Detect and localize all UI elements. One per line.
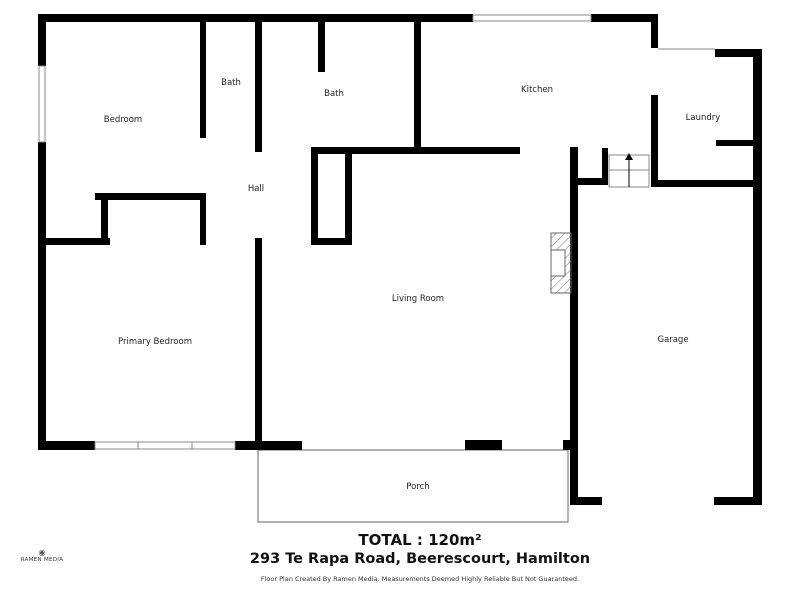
room-label-garage: Garage <box>657 335 688 345</box>
stairs <box>608 153 650 188</box>
windows <box>38 14 715 450</box>
room-label-living-room: Living Room <box>392 294 444 304</box>
room-label-hall: Hall <box>248 184 264 194</box>
room-label-bedroom: Bedroom <box>104 115 142 125</box>
room-label-laundry: Laundry <box>686 113 721 123</box>
room-label-primary-bedroom: Primary Bedroom <box>118 337 192 347</box>
total-area: TOTAL : 120m² <box>358 531 482 549</box>
walls <box>38 14 762 505</box>
room-label-bath-1: Bath <box>221 78 241 88</box>
porch-outline <box>257 449 569 523</box>
room-label-bath-2: Bath <box>324 89 344 99</box>
camera-icon: ◉ <box>38 548 46 557</box>
disclaimer: Floor Plan Created By Ramen Media. Measu… <box>260 575 580 583</box>
ramen-media-logo: ◉ RAMEN MEDIA <box>14 548 70 563</box>
fireplace <box>550 232 572 294</box>
logo-text: RAMEN MEDIA <box>20 557 64 563</box>
room-label-porch: Porch <box>406 482 429 492</box>
room-label-kitchen: Kitchen <box>521 85 553 95</box>
stairs-arrow-icon <box>625 153 633 160</box>
address: 293 Te Rapa Road, Beerescourt, Hamilton <box>249 551 591 567</box>
